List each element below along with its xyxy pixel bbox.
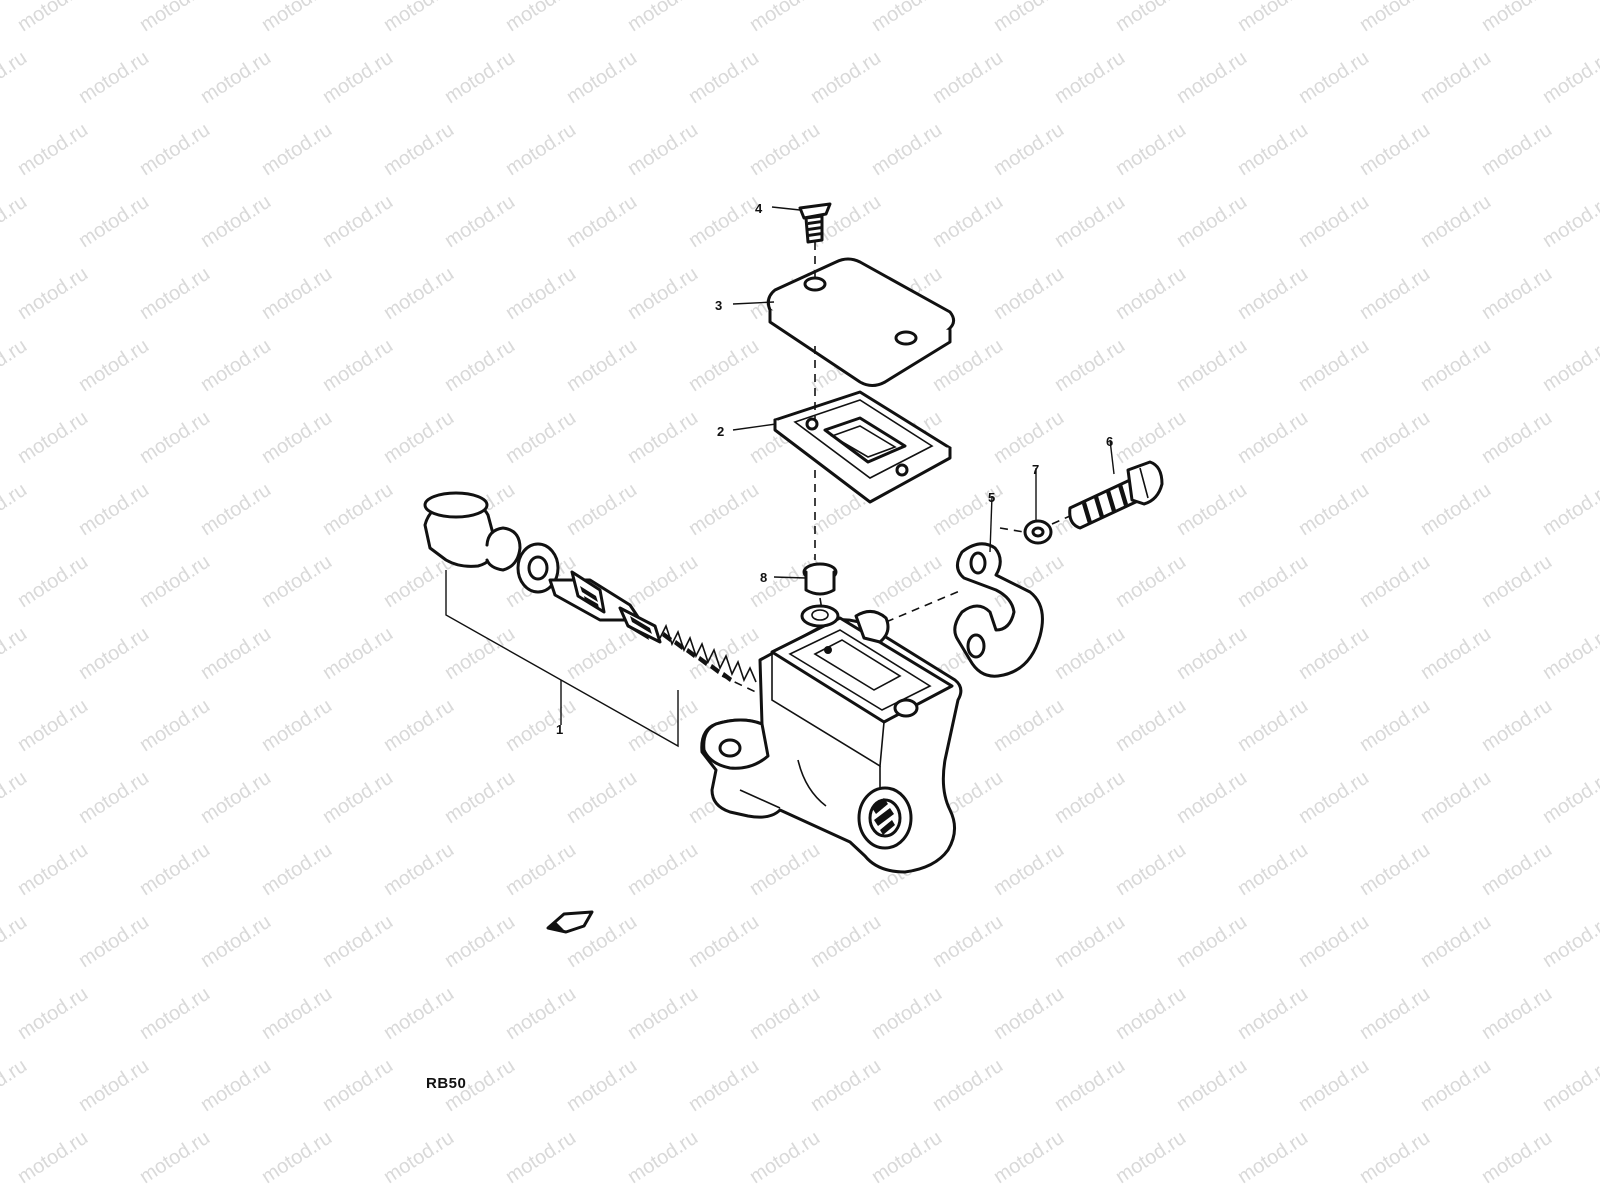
part-4-screw: [798, 202, 832, 244]
front-direction-arrow-icon: [546, 910, 594, 934]
part-1-piston-kit: [423, 491, 757, 748]
callout-7: 7: [1032, 462, 1039, 477]
callout-5: 5: [988, 490, 995, 505]
callout-1: 1: [556, 722, 563, 737]
alignment-lines: [721, 242, 1071, 695]
model-code-label: RB50: [426, 1075, 466, 1092]
master-cylinder-body: [700, 604, 963, 874]
part-5-clamp: [953, 542, 1044, 678]
part-6-bolt: [1068, 460, 1164, 530]
leader-lines: [560, 206, 1115, 725]
callout-8: 8: [760, 570, 767, 585]
callout-2: 2: [717, 424, 724, 439]
part-3-reservoir-cap: [766, 257, 955, 387]
part-2-diaphragm: [773, 390, 952, 504]
callout-3: 3: [715, 298, 722, 313]
part-8-plug: [802, 562, 838, 596]
part-7-washer: [1023, 519, 1053, 545]
callout-6: 6: [1106, 434, 1113, 449]
callout-4: 4: [755, 201, 763, 216]
